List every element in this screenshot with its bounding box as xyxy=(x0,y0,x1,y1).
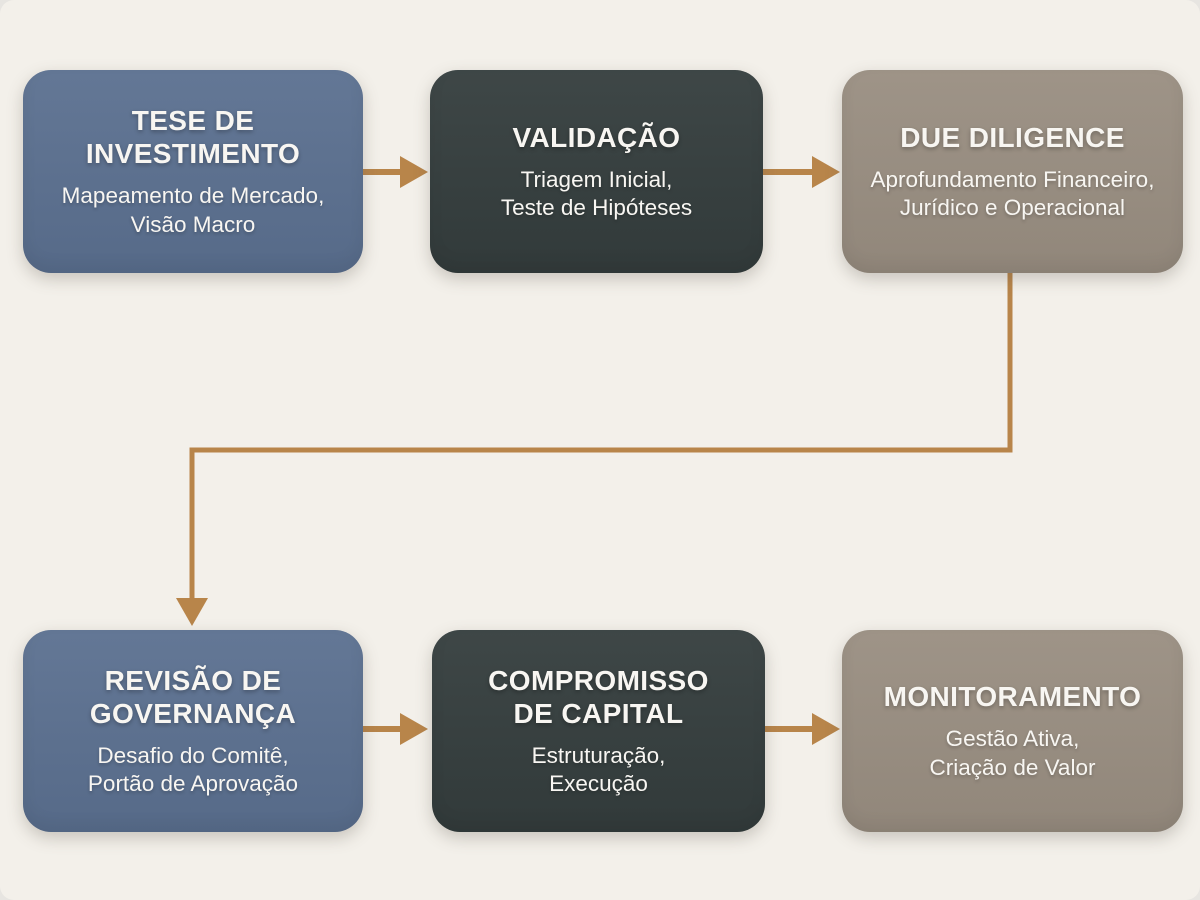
step-subtitle: Estruturação, Execução xyxy=(531,742,666,797)
step-title: COMPROMISSO DE CAPITAL xyxy=(488,664,709,729)
step-title: VALIDAÇÃO xyxy=(512,121,681,153)
step-subtitle: Aprofundamento Financeiro, Jurídico e Op… xyxy=(870,166,1155,221)
step-box-tese-de-investimento: TESE DE INVESTIMENTO Mapeamento de Merca… xyxy=(23,70,363,273)
step-subtitle: Triagem Inicial, Teste de Hipóteses xyxy=(500,166,693,221)
arrow-tese-to-validacao xyxy=(363,156,428,188)
step-title: MONITORAMENTO xyxy=(883,681,1142,713)
step-box-revisao-de-governanca: REVISÃO DE GOVERNANÇA Desafio do Comitê,… xyxy=(23,630,363,832)
arrow-compromisso-to-monitoramento xyxy=(765,713,840,745)
arrow-validacao-to-due-diligence xyxy=(763,156,840,188)
step-title: DUE DILIGENCE xyxy=(900,121,1125,153)
step-title: REVISÃO DE GOVERNANÇA xyxy=(89,664,297,729)
arrow-due-diligence-to-revisao xyxy=(176,272,1013,626)
step-subtitle: Gestão Ativa, Criação de Valor xyxy=(929,726,1096,780)
step-box-monitoramento: MONITORAMENTO Gestão Ativa, Criação de V… xyxy=(842,630,1183,832)
step-title: TESE DE INVESTIMENTO xyxy=(85,105,301,170)
step-box-due-diligence: DUE DILIGENCE Aprofundamento Financeiro,… xyxy=(842,70,1183,273)
arrow-revisao-to-compromisso xyxy=(363,713,428,745)
step-subtitle: Desafio do Comitê, Portão de Aprovação xyxy=(87,742,299,797)
step-subtitle: Mapeamento de Mercado, Visão Macro xyxy=(61,183,325,237)
step-box-validacao: VALIDAÇÃO Triagem Inicial, Teste de Hipó… xyxy=(430,70,763,273)
step-box-compromisso-de-capital: COMPROMISSO DE CAPITAL Estruturação, Exe… xyxy=(432,630,765,832)
